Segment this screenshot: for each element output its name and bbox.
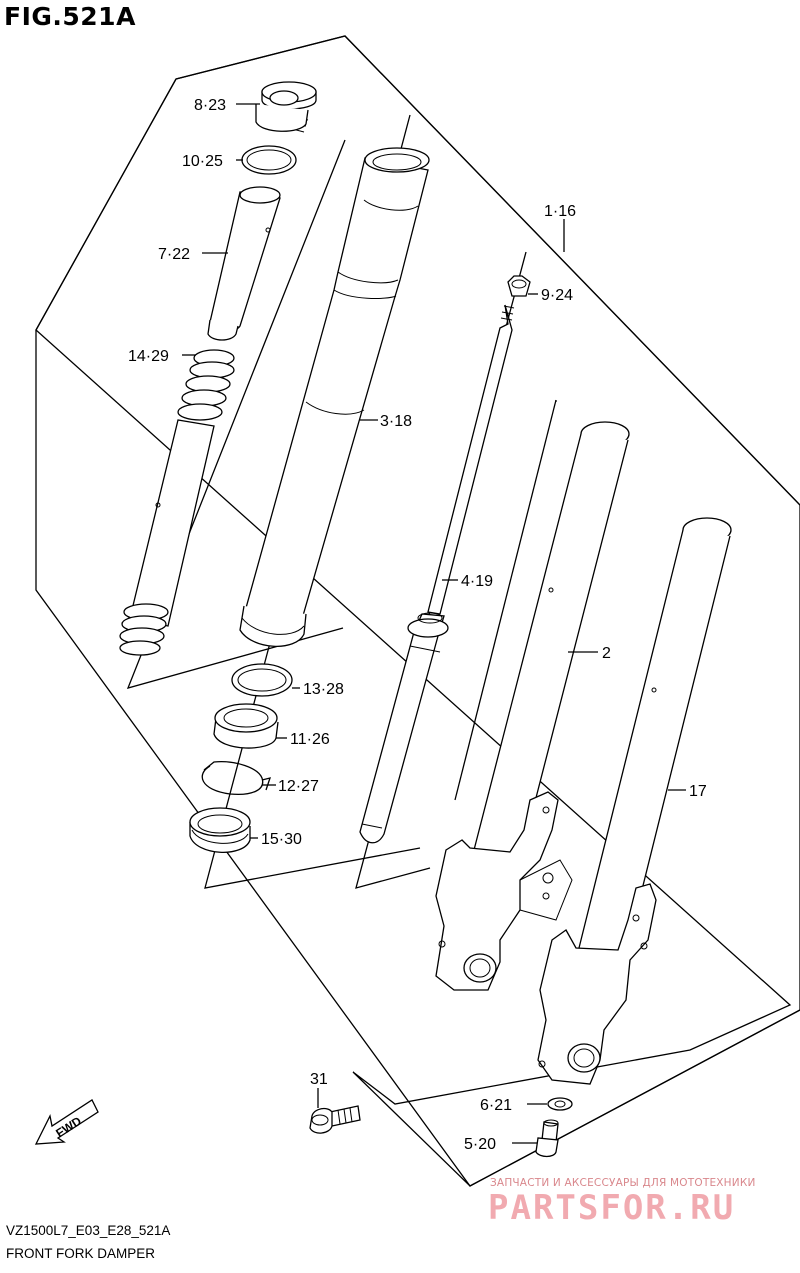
fwd-arrow-icon — [34, 1099, 99, 1145]
dust-seal-part — [189, 807, 251, 853]
axle-clamp-bolt-part — [309, 1105, 361, 1134]
group-frame-left — [126, 139, 346, 689]
spring-part — [119, 349, 235, 656]
callout-6-21: 6·21 — [480, 1097, 512, 1114]
spacer-part — [207, 186, 281, 341]
callout-13-28: 13·28 — [303, 681, 344, 698]
figure-code: VZ1500L7_E03_E28_521A — [6, 1223, 171, 1238]
group-frame-tubes — [454, 399, 557, 801]
right-fork-tube-part — [537, 517, 732, 1085]
gasket-washer-part — [547, 1097, 573, 1111]
callout-9-24: 9·24 — [541, 287, 573, 304]
figure-name: FRONT FORK DAMPER — [6, 1246, 156, 1261]
lock-nut-part — [507, 275, 531, 297]
callout-8-23: 8·23 — [194, 97, 226, 114]
circlip-part — [201, 761, 271, 796]
callout-14-29: 14·29 — [128, 348, 169, 365]
callout-4-19: 4·19 — [461, 573, 493, 590]
leader-lines — [182, 103, 686, 1144]
outer-tube-part — [239, 147, 430, 647]
damper-rod-part — [359, 304, 515, 844]
oil-seal-part — [213, 703, 279, 749]
cap-bolt-part — [255, 81, 317, 133]
callout-15-30: 15·30 — [261, 831, 302, 848]
callout-17: 17 — [689, 783, 707, 800]
callout-11-26: 11·26 — [290, 731, 330, 748]
callout-2: 2 — [602, 645, 611, 662]
left-fork-tube-part — [435, 421, 630, 991]
callout-5-20: 5·20 — [464, 1136, 496, 1153]
watermark-tagline: ЗАПЧАСТИ И АКСЕССУАРЫ ДЛЯ МОТОТЕХНИКИ — [490, 1177, 756, 1189]
o-ring-part — [241, 145, 297, 175]
watermark-logo: PARTSFOR.RU — [488, 1188, 736, 1228]
callout-3-18: 3·18 — [380, 413, 412, 430]
stop-ring-part — [231, 663, 293, 697]
callout-31: 31 — [310, 1071, 328, 1088]
callout-7-22: 7·22 — [158, 246, 190, 263]
callout-12-27: 12·27 — [278, 778, 319, 795]
outer-frame-path — [35, 35, 800, 1187]
callout-10-25: 10·25 — [182, 153, 223, 170]
callout-1-16: 1·16 — [544, 203, 576, 220]
figure-title: FIG.521A — [4, 2, 136, 31]
drain-bolt-part — [535, 1119, 559, 1158]
